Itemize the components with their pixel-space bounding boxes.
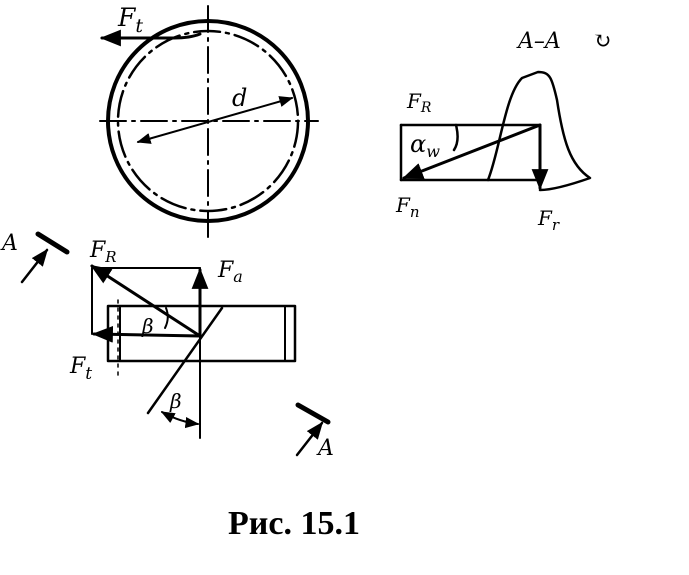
ft-top-view-label: Ft: [69, 354, 92, 384]
ft-tangential-arrow: [91, 325, 202, 343]
diameter-dimension: [136, 96, 294, 144]
alpha-w-label: αw: [410, 130, 440, 161]
fr-resultant-arrow: [90, 264, 202, 338]
rotation-mark: ↻: [593, 29, 611, 54]
top-view: A A FR Fa β β Ft: [0, 231, 334, 461]
beta-arc-outer: [160, 411, 200, 429]
section-mark-arrow-right: [295, 421, 324, 457]
section-mark-bar-left: [35, 231, 70, 255]
fr-top-label: FR: [89, 238, 117, 266]
figure-caption: Рис. 15.1: [228, 505, 360, 542]
section-mark-right-label: A: [316, 436, 334, 461]
beta-arc-inner: [164, 307, 169, 329]
section-title: A–A: [516, 29, 561, 54]
section-mark-bar-right: [295, 402, 331, 425]
ft-top-label: Ft: [117, 3, 143, 37]
fr-radial-label: Fr: [537, 206, 560, 234]
beta-outer-label: β: [169, 389, 182, 413]
alpha-arc: [452, 123, 459, 152]
fa-label: Fa: [217, 258, 243, 286]
tangential-force-arrow: [99, 29, 202, 47]
beta-inner-label: β: [141, 314, 154, 338]
fr-section-label: FR: [406, 89, 432, 116]
section-mark-left-label: A: [0, 231, 18, 256]
section-view: A–A ↻ FR αw Fn Fr: [395, 29, 611, 234]
tooth-profile: [486, 70, 592, 192]
section-mark-arrow-left: [20, 248, 49, 284]
gear-front-view: Ft d: [99, 3, 319, 241]
fn-normal-arrow: [402, 123, 542, 180]
tooth-helix-line: [146, 306, 224, 415]
fn-label: Fn: [395, 193, 420, 221]
diameter-label: d: [232, 84, 247, 112]
